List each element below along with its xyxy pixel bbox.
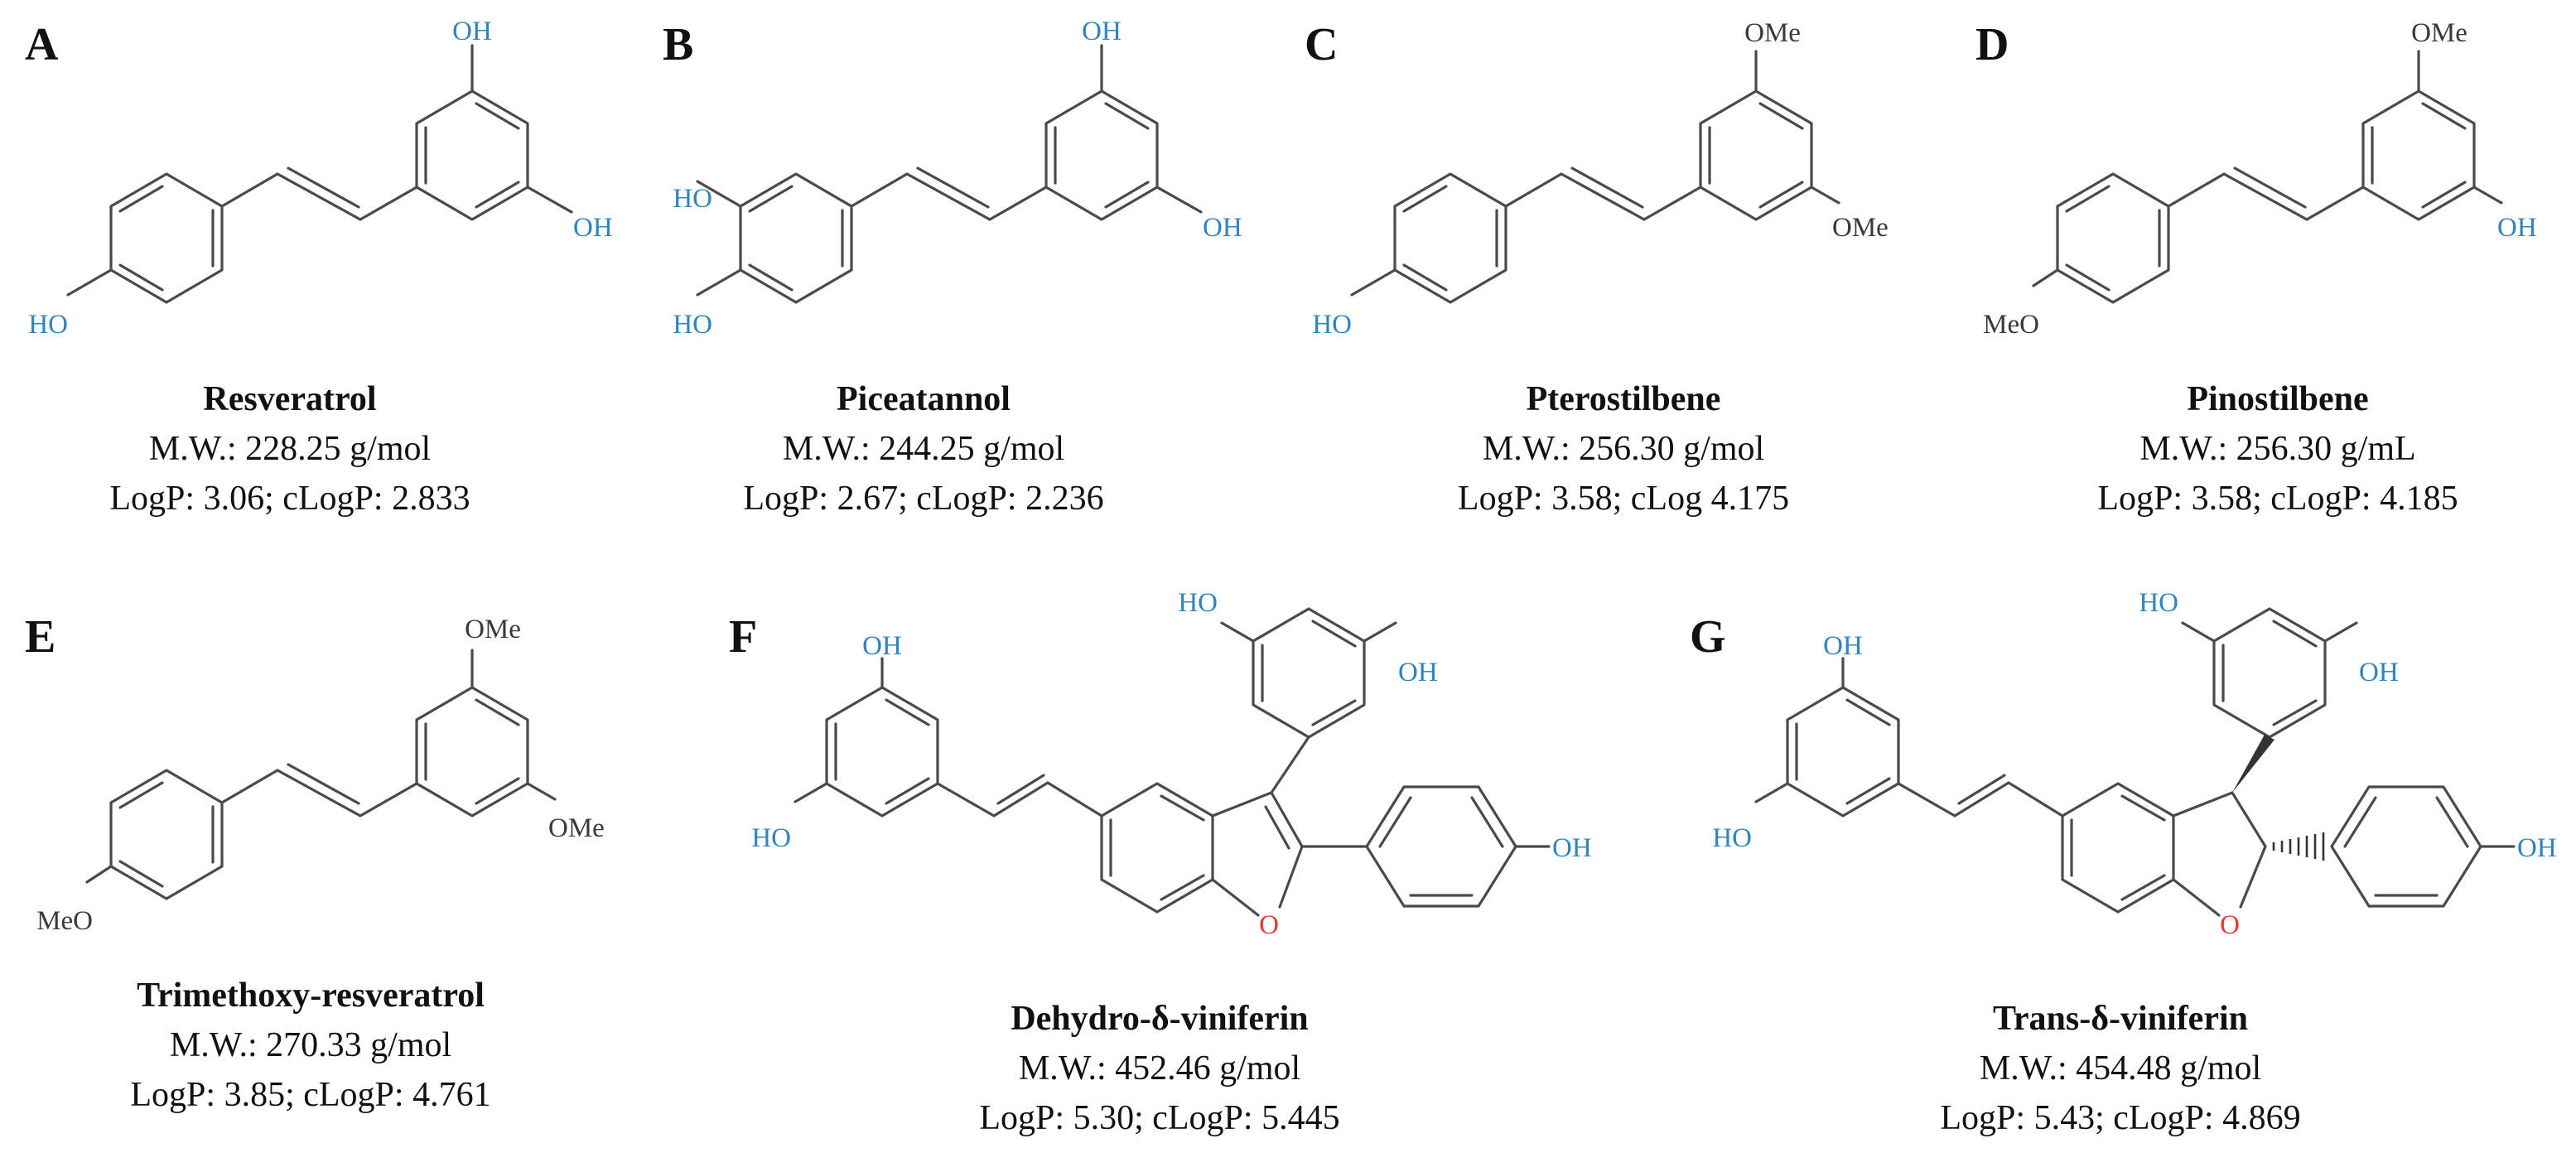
compound-name: Resveratrol [203,380,376,418]
atom-label-oh: OH [2359,658,2399,687]
atom-label-meo: MeO [1983,310,2039,340]
structure-trans-delta-viniferin [1754,607,2516,917]
logp-values: LogP: 3.85; cLogP: 4.761 [130,1076,490,1114]
panel-letter-d: D [1975,19,2009,70]
structure-dehydro-delta-viniferin [794,607,1551,917]
atom-label-oh: OH [452,17,492,46]
molecular-weight: M.W.: 256.30 g/mL [2139,430,2415,468]
molecular-weight: M.W.: 452.46 g/mol [1019,1049,1300,1088]
atom-label-oh: OH [1552,833,1592,863]
structure-resveratrol [66,44,573,304]
atom-label-ome: OMe [548,813,605,843]
wedge-bond [2232,735,2275,793]
panel-letter-e: E [25,611,55,663]
molecular-weight: M.W.: 228.25 g/mol [149,430,431,468]
compound-name: Trimethoxy-resveratrol [137,977,485,1015]
panel-letter-b: B [663,19,693,70]
compound-name: Pterostilbene [1527,380,1721,418]
logp-values: LogP: 5.30; cLogP: 5.445 [979,1099,1339,1137]
atom-label-ho: HO [28,310,68,340]
panel-trans-delta-viniferin: G [1690,588,2557,1137]
logp-values: LogP: 3.58; cLogP: 4.185 [2097,480,2458,518]
atom-label-oh: OH [2497,213,2537,243]
panel-pinostilbene: D OMe OH MeO Pinostilbene M.W.: 256.30 g… [1975,18,2537,518]
molecular-weight: M.W.: 244.25 g/mol [783,430,1064,468]
logp-values: LogP: 3.58; cLog 4.175 [1458,480,1789,518]
molecular-weight: M.W.: 256.30 g/mol [1483,430,1764,468]
panel-letter-f: F [729,611,757,663]
atom-label-ome: OMe [465,615,521,644]
compound-name: Pinostilbene [2187,380,2368,418]
atom-label-oh: OH [1823,631,1863,661]
atom-label-ho: HO [673,184,712,214]
structure-pinostilbene [2032,50,2503,304]
logp-values: LogP: 2.67; cLogP: 2.236 [743,480,1103,518]
atom-label-oh: OH [862,631,902,661]
compound-name: Piceatannol [837,380,1011,418]
atom-label-ho: HO [1712,823,1752,853]
atom-label-ring-oxygen: O [2220,910,2240,940]
panel-resveratrol: A OH OH HO Resveratrol M.W.: 228.25 g/mo… [25,17,613,518]
atom-label-oh: OH [1203,213,1242,243]
structure-trimethoxy-resveratrol [85,649,557,900]
panel-dehydro-delta-viniferin: F [729,588,1592,1137]
atom-label-ho: HO [1312,310,1352,340]
atom-label-ho: HO [1178,588,1218,618]
atom-label-ome: OMe [2411,18,2467,48]
atom-label-meo: MeO [36,906,93,936]
panel-trimethoxy-resveratrol: E OMe OMe MeO Trimethoxy-resveratrol M.W… [25,611,605,1114]
atom-label-ho: HO [751,823,791,853]
panel-pterostilbene: C OMe OMe HO Pterostilbene M.W.: 256.30 … [1305,18,1889,518]
atom-label-ome: OMe [1832,213,1889,243]
panel-letter-a: A [25,19,59,70]
atom-label-oh: OH [1082,17,1122,46]
logp-values: LogP: 3.06; cLogP: 2.833 [109,480,470,518]
atom-label-ho: HO [673,310,712,340]
logp-values: LogP: 5.43; cLogP: 4.869 [1940,1099,2300,1137]
structure-piceatannol [696,44,1203,304]
atom-label-ome: OMe [1744,18,1801,48]
atom-label-ho: HO [2139,588,2178,618]
atom-label-oh: OH [2517,833,2557,863]
panel-letter-g: G [1690,611,1726,663]
hashed-bond [2272,832,2325,861]
molecular-weight: M.W.: 454.48 g/mol [1980,1049,2261,1088]
molecular-weight: M.W.: 270.33 g/mol [170,1026,451,1064]
atom-label-oh: OH [573,213,613,243]
compound-name: Trans-δ-viniferin [1993,1000,2248,1038]
panel-piceatannol: B OH OH HO HO Piceatannol M.W.: 244.25 g… [663,17,1242,518]
panel-letter-c: C [1305,19,1338,70]
structure-pterostilbene [1350,50,1840,304]
atom-label-ring-oxygen: O [1259,910,1279,940]
atom-label-oh: OH [1398,658,1438,687]
compound-name: Dehydro-δ-viniferin [1011,1000,1308,1038]
